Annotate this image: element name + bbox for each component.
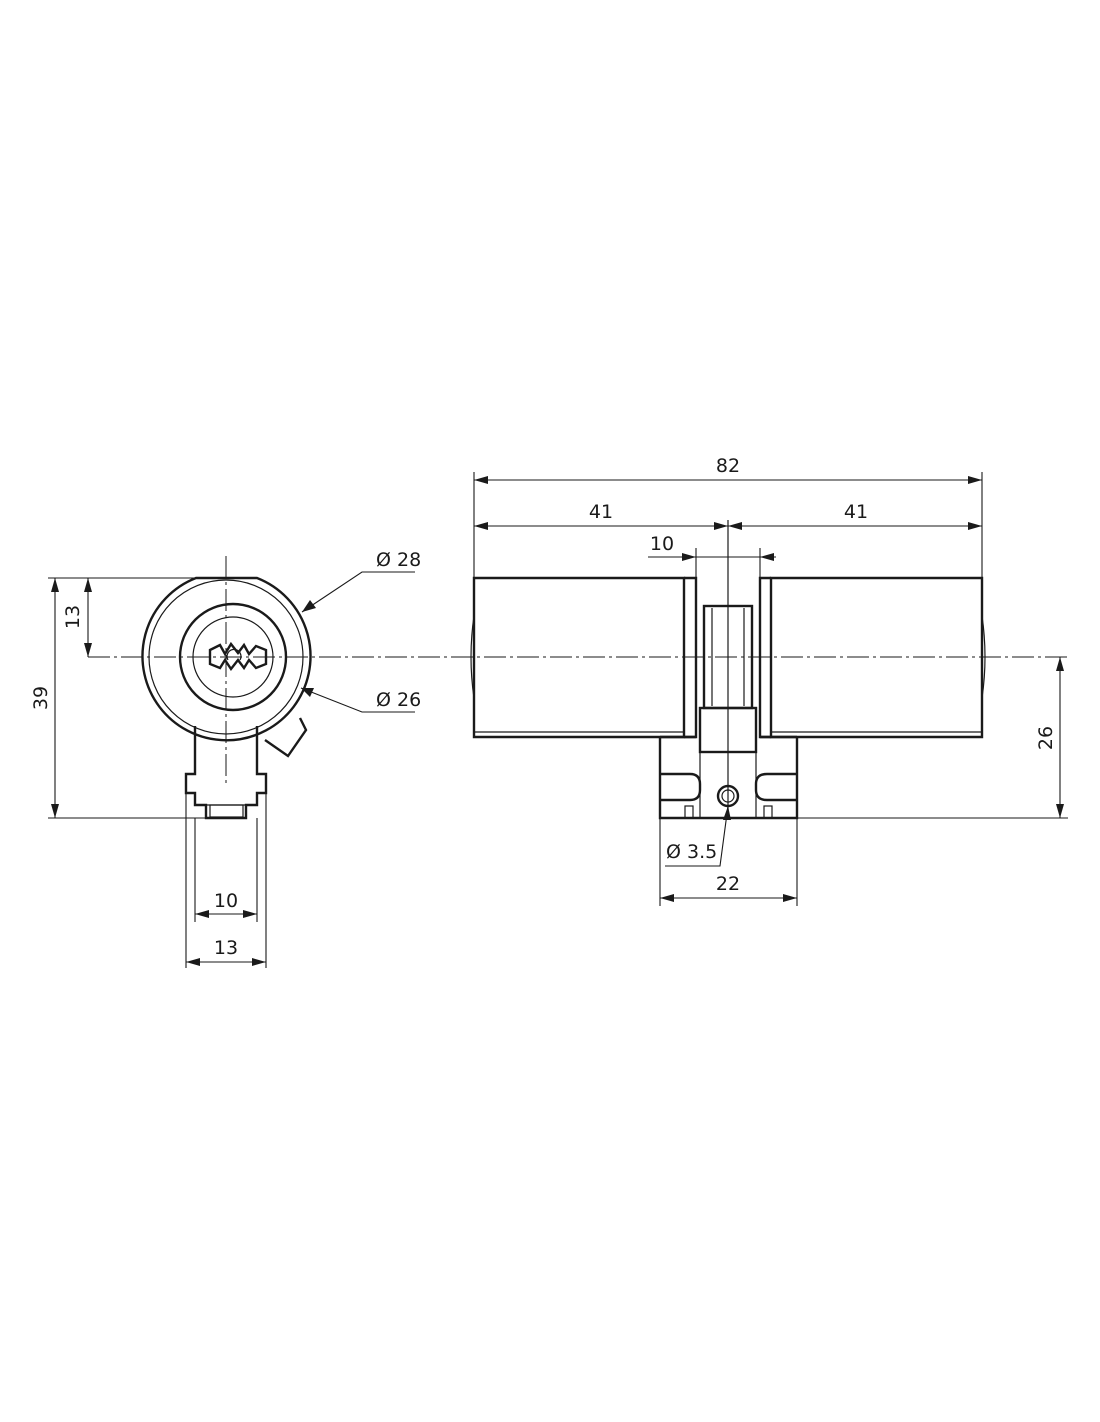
dim-front-cam-width-inner-label: 10 (214, 890, 238, 912)
dim-side-left-length: 41 (474, 501, 728, 530)
dim-front-top-height: 13 (62, 578, 92, 657)
front-view-cam-housing (184, 726, 268, 820)
keyway-plug (178, 602, 288, 712)
front-view-inner-circle (148, 579, 304, 735)
dim-side-lower-height-label: 26 (1035, 726, 1057, 750)
front-view-outer-circle (141, 576, 312, 742)
dim-front-cam-width-outer: 13 (185, 793, 267, 968)
dim-side-total-length-label: 82 (716, 455, 740, 477)
dim-side-left-length-label: 41 (589, 501, 613, 523)
dim-side-lower-height: 26 (797, 657, 1068, 819)
dim-side-screw-hole: Ø 3.5 (665, 805, 731, 867)
dim-side-base-width-label: 22 (716, 873, 740, 895)
keyway-plug-outer-ring (178, 602, 288, 712)
dim-front-inner-diameter: Ø 26 (300, 687, 421, 713)
dim-front-total-height: 39 (30, 577, 206, 819)
dim-side-cam-slot-label: 10 (650, 533, 674, 555)
dim-side-base-width: 22 (659, 818, 798, 906)
front-view-side-lug (264, 717, 308, 758)
dim-side-cam-slot: 10 (648, 533, 776, 578)
dim-front-top-height-label: 13 (62, 605, 84, 629)
keyway-profile (208, 641, 268, 672)
side-view: 82 41 41 10 (470, 455, 1068, 906)
dim-front-outer-diameter: Ø 28 (301, 549, 421, 613)
front-view-cam-slot (209, 804, 244, 818)
dim-front-cam-width-inner: 10 (194, 818, 258, 922)
dim-side-right-length-label: 41 (844, 501, 868, 523)
dim-side-total-length: 82 (473, 455, 983, 578)
dim-front-outer-diameter-label: Ø 28 (376, 549, 421, 571)
keyway-center-mark (226, 648, 242, 661)
dim-side-right-length: 41 (728, 501, 982, 530)
front-view: Ø 28 Ø 26 39 13 (30, 549, 1068, 968)
dim-front-cam-width-outer-label: 13 (214, 937, 238, 959)
dim-front-total-height-label: 39 (30, 686, 52, 710)
keyway-plug-inner-ring (192, 616, 274, 698)
dim-front-inner-diameter-label: Ø 26 (376, 689, 421, 711)
dim-side-screw-hole-label: Ø 3.5 (666, 841, 717, 863)
